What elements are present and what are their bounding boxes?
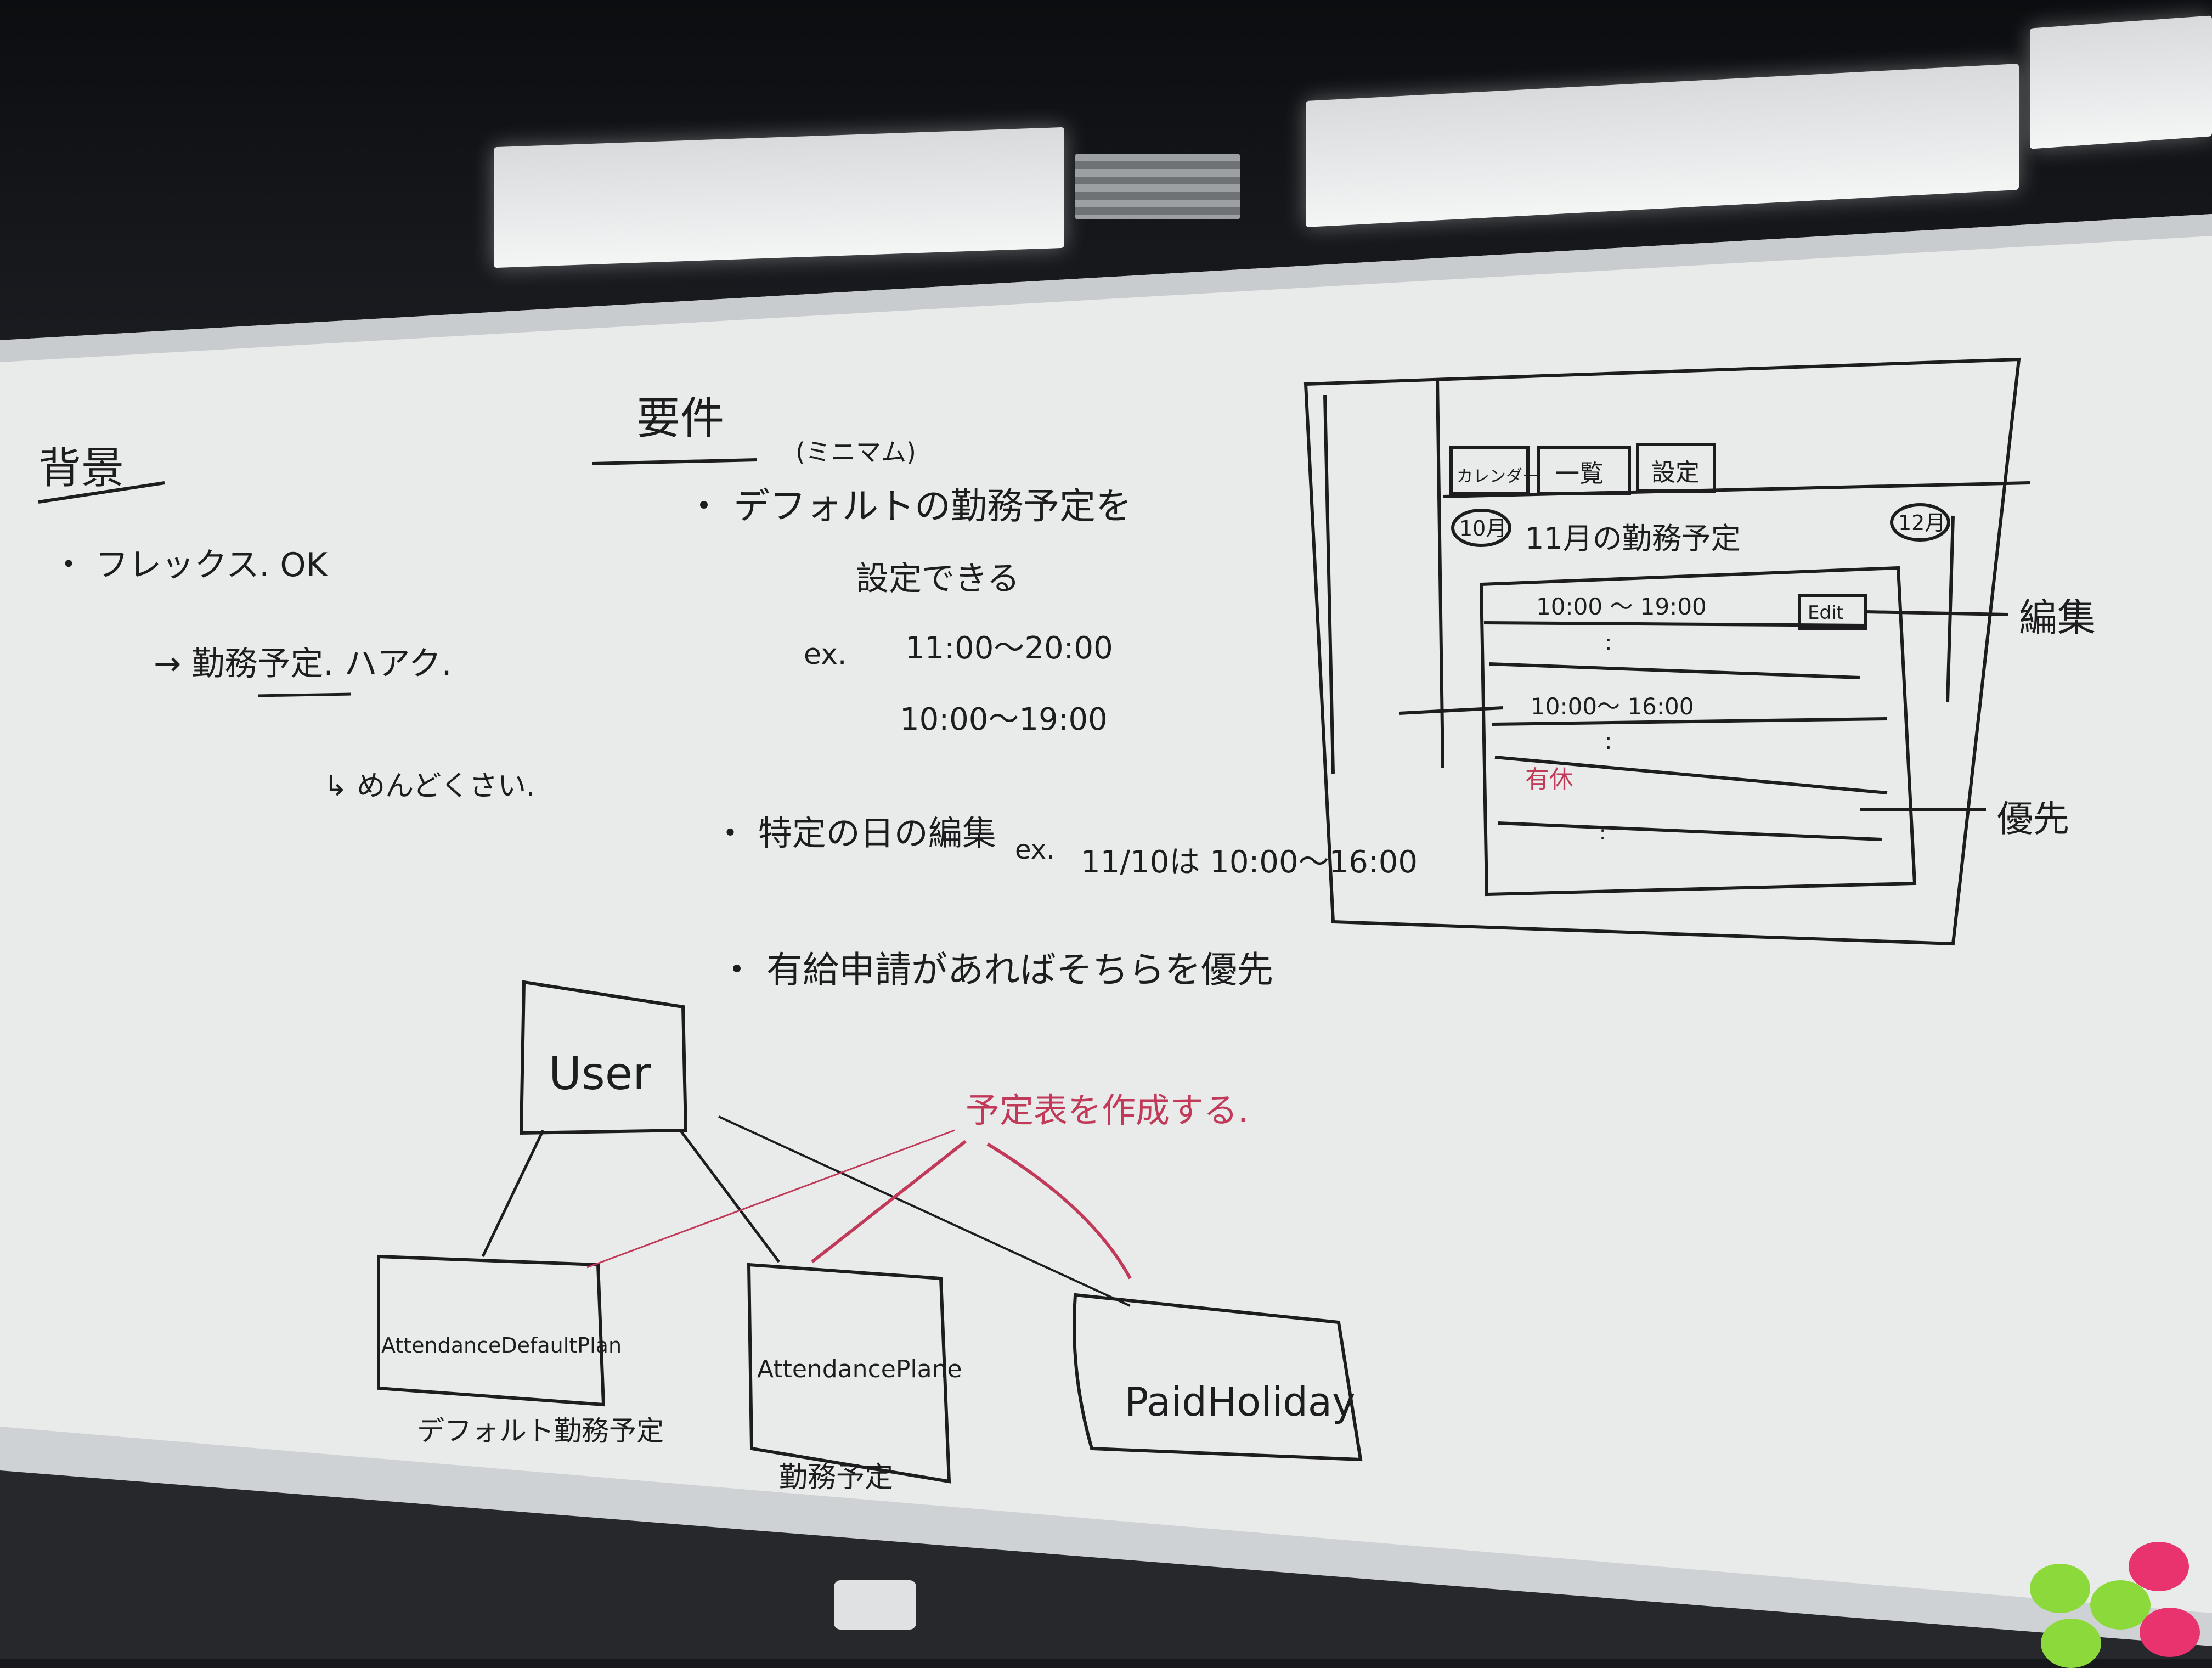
mockup-row-2: 10:00〜 16:00: [1531, 693, 1694, 720]
attendance-plane-entity: AttendancePlane: [757, 1355, 962, 1383]
requirement-2-example: 11/10は 10:00〜16:00: [1081, 844, 1418, 880]
requirement-3: ・ 有給申請があればそちらを優先: [719, 949, 1273, 991]
mockup-label-edit: 編集: [2019, 595, 2096, 640]
background-followup: ↳ めんどくさい.: [324, 770, 535, 803]
attendance-default-plan-caption: デフォルト勤務予定: [417, 1415, 664, 1447]
background-section: 背景 ・ フレックス. OK → 勤務予定. ハアク. ↳ めんどくさい.: [38, 444, 535, 803]
mockup-next-month: 12月: [1898, 511, 1945, 535]
mockup-tab-list: 一覧: [1555, 460, 1604, 488]
magnet-pink-1: [2129, 1542, 2189, 1591]
background-heading: 背景: [38, 444, 124, 493]
mockup-edit-button: Edit: [1808, 602, 1844, 624]
mockup-holiday: 有休: [1525, 765, 1573, 793]
ceiling-vent: [1075, 154, 1240, 219]
mockup-prev-month: 10月: [1459, 516, 1506, 540]
diagram-note: 予定表を作成する.: [966, 1090, 1249, 1130]
mockup-dots-1: :: [1605, 630, 1612, 656]
magnet-green-3: [2041, 1619, 2101, 1668]
mockup-title: 11月の勤務予定: [1525, 521, 1741, 556]
background-arrow-text: → 勤務予定. ハアク.: [154, 645, 452, 683]
attendance-default-plan-entity: AttendanceDefaultPlan: [381, 1333, 622, 1357]
attendance-plane-caption: 勤務予定: [779, 1461, 893, 1494]
user-entity: User: [549, 1048, 651, 1100]
paid-holiday-entity: PaidHoliday: [1125, 1379, 1356, 1425]
requirements-section: 要件 (ミニマム) ・ デフォルトの勤務予定を 設定できる ex. 11:00〜…: [592, 393, 1418, 991]
magnet-pink-2: [2140, 1608, 2200, 1657]
magnet-green-2: [2090, 1580, 2151, 1630]
requirement-1-line-1: ・ デフォルトの勤務予定を: [686, 485, 1132, 527]
mockup-label-priority: 優先: [1997, 798, 2069, 840]
requirements-heading: 要件: [636, 393, 724, 444]
er-diagram-lines: [377, 980, 1363, 1484]
requirement-2-example-label: ex.: [1015, 835, 1054, 865]
requirement-1-example-time-1: 11:00〜20:00: [905, 630, 1113, 666]
mockup-tab-calendar: カレンダー: [1457, 467, 1539, 486]
requirement-1-example-time-2: 10:00〜19:00: [900, 702, 1108, 737]
requirement-2: ・ 特定の日の編集: [713, 813, 996, 853]
screen-mockup: [1304, 357, 2030, 946]
mockup-row-1: 10:00 〜 19:00: [1536, 593, 1707, 620]
background-flex: ・ フレックス. OK: [52, 546, 329, 584]
mockup-dots-2: :: [1605, 729, 1612, 754]
requirement-1-line-2: 設定できる: [856, 560, 1020, 598]
requirement-1-example-label: ex.: [804, 638, 847, 671]
magnet-green-1: [2030, 1564, 2090, 1613]
mockup-tab-settings: 設定: [1651, 459, 1700, 487]
requirements-mvp-note: (ミニマム): [795, 437, 916, 467]
mockup-dots-3: :: [1599, 822, 1606, 844]
